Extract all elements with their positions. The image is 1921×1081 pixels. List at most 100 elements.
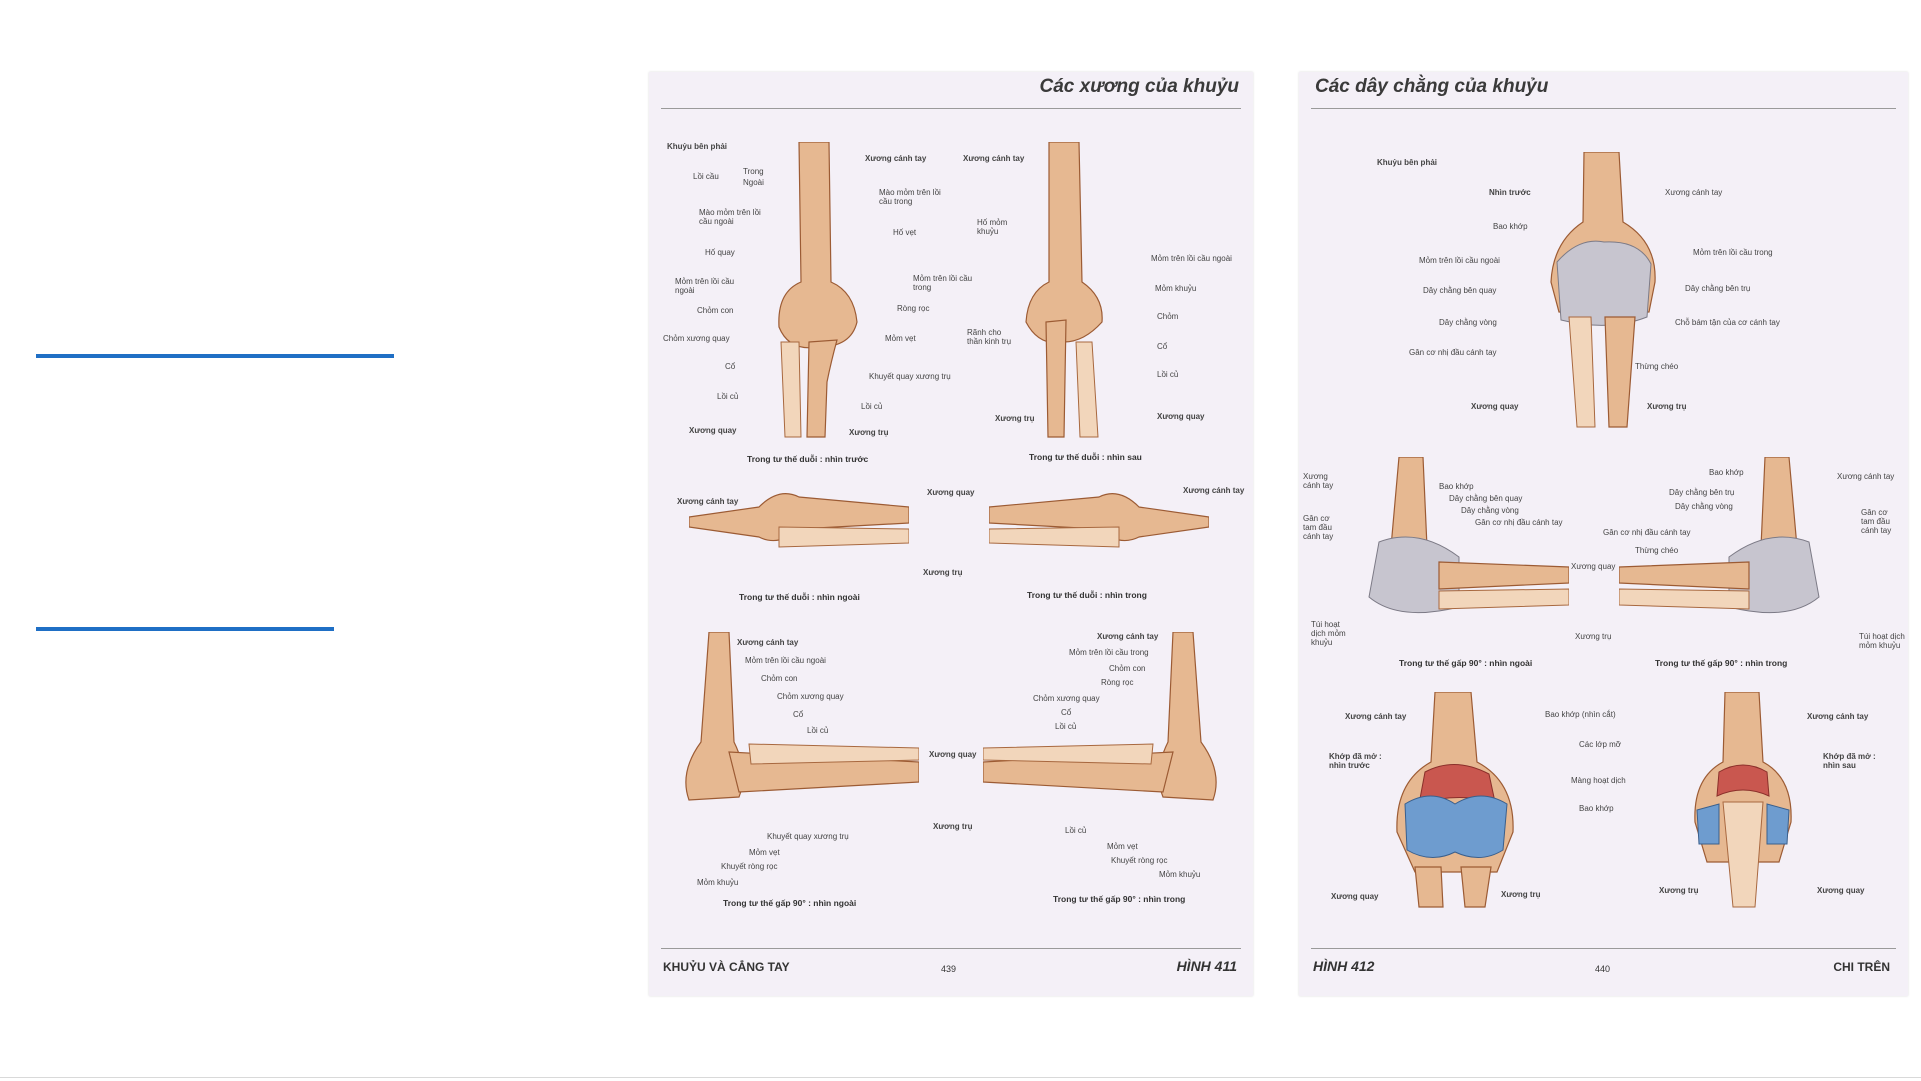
anatomy-label: Ròng rọc [1101, 678, 1134, 687]
anatomy-label: Dây chằng vòng [1439, 318, 1497, 327]
figure-caption: Trong tư thế gấp 90° : nhìn trong [1655, 658, 1788, 668]
anatomy-label: Dây chằng bên trụ [1669, 488, 1735, 497]
anatomy-label: Bao khớp [1493, 222, 1528, 231]
anatomy-label: Xương quay [1817, 886, 1865, 895]
anatomy-label: Xương cánh tay [737, 638, 799, 647]
footer-figure-number: HÌNH 412 [1313, 958, 1375, 974]
anatomy-label: Xương cánh tay [1097, 632, 1159, 641]
figure-caption: Trong tư thế gấp 90° : nhìn trong [1053, 894, 1186, 904]
anatomy-label: Xương cánh tay [1665, 188, 1723, 197]
anatomy-label: Dây chằng bên trụ [1685, 284, 1751, 293]
anatomy-label: Lồi củ [1055, 722, 1077, 731]
anatomy-label: Khuyết ròng rọc [721, 862, 778, 871]
anatomy-label: Cổ [725, 362, 736, 371]
anatomy-label: Xương trụ [1501, 890, 1541, 899]
figure-joint-opened-posterior [1694, 692, 1792, 908]
blue-divider-bottom [36, 627, 334, 631]
figure-caption: Trong tư thế duỗi : nhìn ngoài [739, 592, 860, 602]
anatomy-label: Xương cánh tay [1837, 472, 1895, 481]
anatomy-label: Xương cánh tay [1807, 712, 1869, 721]
anatomy-label: Xương quay [1157, 412, 1205, 421]
anatomy-label: Dây chằng bên quay [1449, 494, 1523, 503]
anatomy-label: Mỏm trên lồi cầu ngoài [745, 656, 826, 665]
anatomy-label: Xương trụ [1647, 402, 1687, 411]
figure-caption: Trong tư thế duỗi : nhìn sau [1029, 452, 1142, 462]
anatomy-label: Chỏm con [761, 674, 798, 683]
anatomy-label: Trong [743, 167, 764, 176]
anatomy-label: Xương trụ [1575, 632, 1612, 641]
anatomy-label: Xương quay [1571, 562, 1616, 571]
anatomy-label: Chỗ bám tận của cơ cánh tay [1675, 318, 1780, 327]
anatomy-label: Xương cánh tay [1183, 486, 1245, 495]
anatomy-label: Bao khớp [1579, 804, 1614, 813]
figure-caption: Trong tư thế gấp 90° : nhìn ngoài [1399, 658, 1533, 668]
anatomy-label: Xương cánh tay [1303, 472, 1334, 490]
anatomy-label: Chỏm xương quay [777, 692, 844, 701]
anatomy-label: Xương quay [1331, 892, 1379, 901]
figure-joint-opened-anterior [1396, 692, 1514, 908]
anatomy-label: Xương trụ [933, 822, 973, 831]
anatomy-label: Cổ [793, 710, 804, 719]
figure-elbow-posterior [1025, 142, 1103, 438]
atlas-page-bones: Các xương của khuỷu Khuỷu bên phải Trong… [649, 72, 1253, 996]
blue-divider-top [36, 354, 394, 358]
anatomy-label: Mỏm trên lồi cầu trong [1693, 248, 1773, 257]
anatomy-label: Xương trụ [923, 568, 963, 577]
anatomy-label: Khuyết ròng rọc [1111, 856, 1168, 865]
anatomy-label: Khuyết quay xương trụ [869, 372, 951, 381]
anatomy-label: Chỏm con [697, 306, 734, 315]
anatomy-label: Mỏm vẹt [749, 848, 780, 857]
anatomy-label: Xương quay [689, 426, 737, 435]
figure-caption: Trong tư thế duỗi : nhìn trong [1027, 590, 1147, 600]
title-rule [1311, 108, 1896, 109]
footer-section: KHUỶU VÀ CẲNG TAY [663, 960, 790, 974]
anatomy-label: Cổ [1061, 708, 1072, 717]
anatomy-label: Khớp đã mở : nhìn sau [1823, 752, 1876, 770]
figure-elbow-anterior [778, 142, 858, 438]
figure-elbow-lateral-extension [689, 493, 909, 548]
anatomy-label: Xương quay [929, 750, 977, 759]
anatomy-label: Bao khớp [1439, 482, 1474, 491]
side-label: Khuỷu bên phải [667, 142, 727, 151]
anatomy-label: Lồi củ [1157, 370, 1179, 379]
figure-elbow-medial-flexion [983, 632, 1217, 801]
anatomy-label: Mào mỏm trên lồi cầu trong [879, 188, 941, 206]
anatomy-label: Ròng rọc [897, 304, 930, 313]
footer-rule [661, 948, 1241, 949]
anatomy-label: Các lớp mỡ [1579, 740, 1622, 749]
anatomy-label: Lồi củ [807, 726, 829, 735]
anatomy-label: Hố mỏm khuỷu [977, 218, 1008, 236]
page-title: Các dây chằng của khuỷu [1315, 76, 1549, 97]
anatomy-label: Bao khớp [1709, 468, 1744, 477]
figure-elbow-lateral-flexion [685, 632, 919, 801]
anatomy-label: Xương quay [927, 488, 975, 497]
anatomy-label: Lồi củ [861, 402, 883, 411]
anatomy-label: Mào mỏm trên lồi cầu ngoài [699, 208, 761, 226]
footer-page-number: 439 [941, 964, 957, 974]
figure-ligaments-lateral-flexion [1368, 457, 1569, 614]
anatomy-label: Thừng chéo [1635, 546, 1679, 555]
anatomy-label: Xương cánh tay [963, 154, 1025, 163]
anatomy-label: Xương trụ [849, 428, 889, 437]
figure-caption: Trong tư thế duỗi : nhìn trước [747, 454, 869, 464]
anatomy-label: Hố quay [705, 248, 735, 257]
figure-ligaments-anterior [1550, 152, 1656, 428]
anatomy-label: Nhìn trước [1489, 188, 1531, 197]
anatomy-label: Xương quay [1471, 402, 1519, 411]
anatomy-label: Chỏm xương quay [663, 334, 730, 343]
title-rule [661, 108, 1241, 109]
figure-elbow-medial-extension [989, 493, 1209, 548]
anatomy-label: Mỏm khuỷu [697, 878, 739, 887]
anatomy-label: Khớp đã mở : nhìn trước [1329, 752, 1382, 770]
anatomy-label: Khuyết quay xương trụ [767, 832, 849, 841]
anatomy-label: Xương trụ [995, 414, 1035, 423]
anatomy-label: Gân cơ tam đầu cánh tay [1303, 514, 1334, 541]
anatomy-label: Mỏm khuỷu [1159, 870, 1201, 879]
anatomy-label: Gân cơ nhị đầu cánh tay [1475, 518, 1563, 527]
anatomy-label: Dây chằng bên quay [1423, 286, 1497, 295]
anatomy-label: Xương cánh tay [677, 497, 739, 506]
footer-page-number: 440 [1595, 964, 1611, 974]
page-title: Các xương của khuỷu [1039, 76, 1239, 97]
anatomy-label: Khuỷu bên phải [1377, 158, 1437, 167]
anatomy-label: Dây chằng vòng [1461, 506, 1519, 515]
